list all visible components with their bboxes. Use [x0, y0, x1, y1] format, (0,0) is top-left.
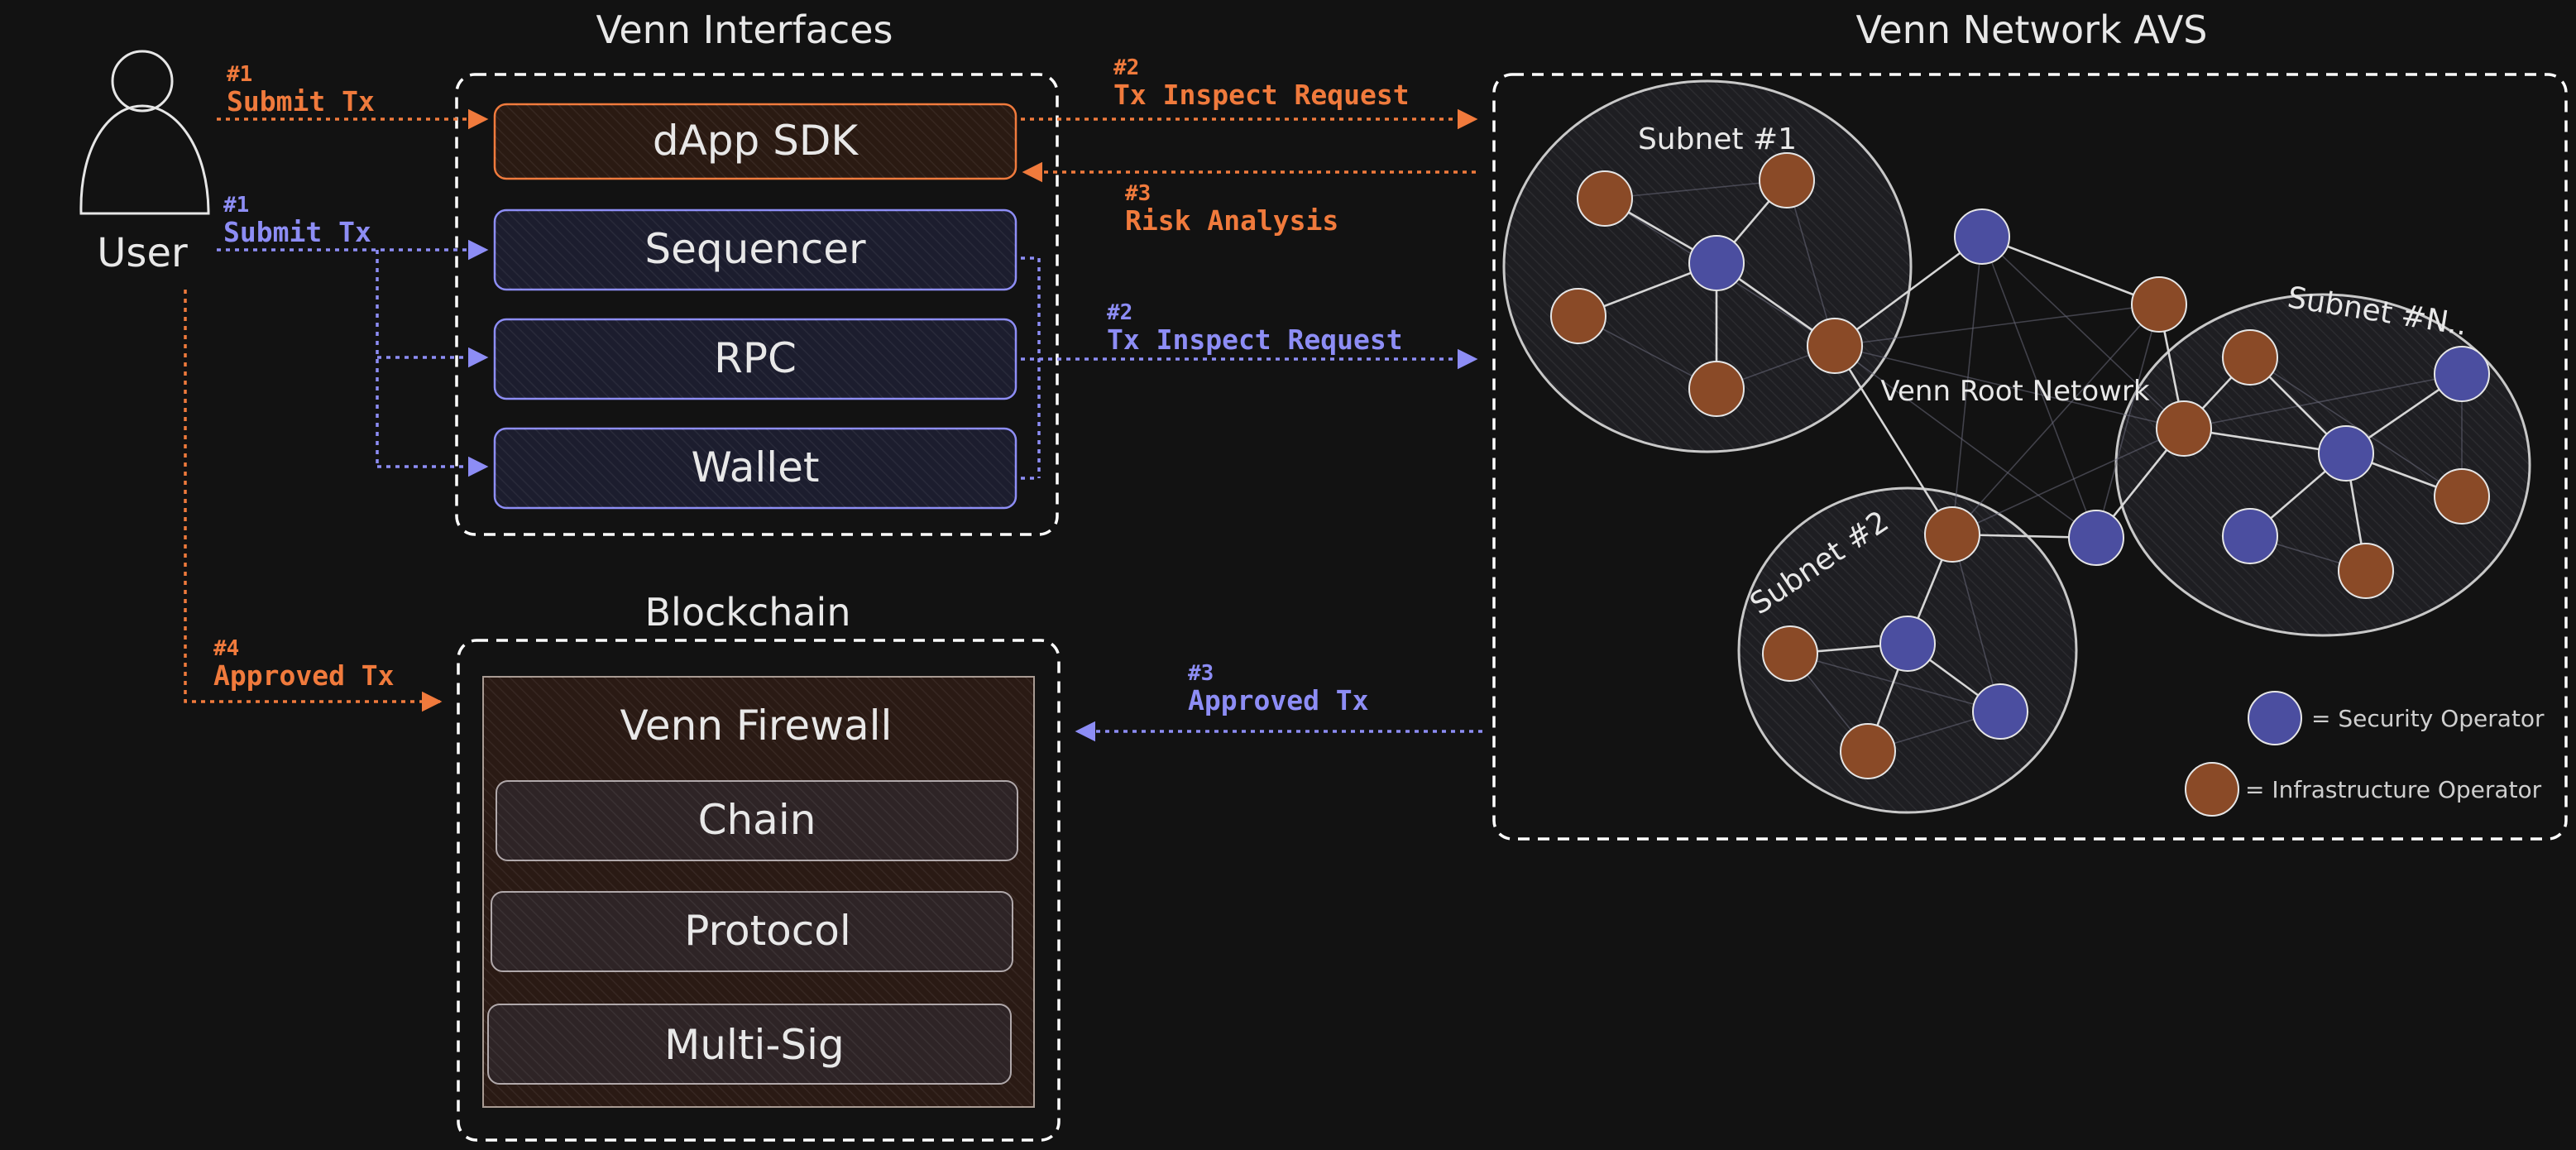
infrastructure-operator-node[interactable] — [2131, 276, 2187, 333]
subnet-1-label: Subnet #1 — [1638, 122, 1797, 156]
firewall-item-chain[interactable]: Chain — [496, 780, 1018, 861]
venn-interfaces-group: Venn Interfaces dApp SDK Sequencer RPC W… — [455, 7, 1059, 536]
network-title: Venn Network AVS — [1855, 7, 2207, 52]
arrow-inspect-blue-label: Tx Inspect Request — [1107, 323, 1403, 356]
security-operator-node[interactable] — [1879, 616, 1936, 672]
interface-sequencer[interactable]: Sequencer — [493, 208, 1017, 291]
infrastructure-operator-node[interactable] — [1924, 506, 1980, 563]
user-body-icon — [79, 104, 210, 215]
legend-infra-swatch — [2185, 762, 2239, 817]
arrow-submit-blue-step: #1 — [223, 193, 249, 218]
legend-security-label: = Security Operator — [2311, 705, 2545, 732]
legend-security-swatch — [2248, 691, 2302, 745]
security-operator-node[interactable] — [1972, 683, 2028, 740]
arrow-submit-orange-step: #1 — [227, 62, 252, 87]
arrow-approved-blue-step: #3 — [1188, 661, 1214, 686]
infrastructure-operator-node[interactable] — [2222, 329, 2278, 386]
interface-label-dapp-sdk: dApp SDK — [653, 117, 859, 165]
infrastructure-operator-node[interactable] — [1577, 170, 1633, 227]
interface-rpc[interactable]: RPC — [493, 318, 1017, 400]
root-network-label: Venn Root Netowrk — [1880, 375, 2150, 408]
interfaces-title: Venn Interfaces — [596, 7, 893, 52]
arrow-risk-step: #3 — [1125, 181, 1151, 206]
arrow-submit-blue-label: Submit Tx — [223, 216, 371, 248]
arrow-approved-orange-step: #4 — [213, 636, 239, 661]
infrastructure-operator-node[interactable] — [1759, 152, 1815, 208]
interface-label-sequencer: Sequencer — [644, 225, 866, 273]
security-operator-node[interactable] — [1688, 235, 1745, 291]
blockchain-container — [457, 639, 1061, 1142]
infrastructure-operator-node[interactable] — [1688, 361, 1745, 417]
arrow-approved-blue-label: Approved Tx — [1188, 684, 1369, 716]
interfaces-container — [455, 73, 1059, 536]
user-label: User — [97, 230, 188, 276]
infrastructure-operator-node[interactable] — [1807, 318, 1863, 374]
arrow-risk-analysis: #3 Risk Analysis — [1022, 161, 1476, 237]
firewall-label-multisig: Multi-Sig — [664, 1021, 845, 1069]
arrow-submit-orange-label: Submit Tx — [227, 85, 375, 117]
arrow-inspect-orange-label: Tx Inspect Request — [1113, 79, 1410, 111]
firewall-label-chain: Chain — [698, 796, 816, 844]
legend-infra-label: = Infrastructure Operator — [2245, 776, 2542, 803]
security-operator-node[interactable] — [2222, 508, 2278, 564]
security-operator-node[interactable] — [2318, 425, 2374, 482]
arrow-approved-orange-label: Approved Tx — [213, 659, 395, 692]
interface-label-wallet: Wallet — [691, 443, 819, 491]
security-operator-node[interactable] — [2434, 346, 2490, 402]
interface-dapp-sdk[interactable]: dApp SDK — [493, 103, 1017, 180]
infrastructure-operator-node[interactable] — [1840, 723, 1896, 779]
network-container — [1492, 73, 2568, 841]
arrow-inspect-blue-step: #2 — [1107, 300, 1132, 325]
infrastructure-operator-node[interactable] — [2338, 543, 2394, 599]
firewall-title: Venn Firewall — [620, 702, 893, 750]
legend: = Security Operator = Infrastructure Ope… — [2185, 691, 2545, 817]
arrow-inspect-blue — [1021, 256, 1478, 480]
arrow-inspect-orange: #2 Tx Inspect Request — [1021, 55, 1478, 130]
arrow-approved-orange: #4 Approved Tx — [184, 290, 443, 712]
firewall-item-multisig[interactable]: Multi-Sig — [487, 1004, 1012, 1085]
firewall-item-protocol[interactable]: Protocol — [491, 891, 1013, 972]
user-actor: User — [79, 50, 210, 276]
venn-network-avs-group: Venn Network AVS — [1492, 7, 2568, 841]
infrastructure-operator-node[interactable] — [2156, 400, 2212, 457]
arrow-risk-label: Risk Analysis — [1125, 204, 1338, 237]
security-operator-node[interactable] — [1954, 208, 2010, 265]
arrow-submit-blue — [217, 239, 489, 477]
arrow-inspect-orange-step: #2 — [1113, 55, 1139, 80]
firewall-label-protocol: Protocol — [684, 907, 851, 955]
infrastructure-operator-node[interactable] — [1762, 625, 1818, 682]
blockchain-title: Blockchain — [645, 590, 851, 635]
interface-wallet[interactable]: Wallet — [493, 427, 1017, 510]
infrastructure-operator-node[interactable] — [1550, 288, 1606, 344]
arrow-submit-orange: #1 Submit Tx — [217, 62, 489, 130]
network-nodes — [1550, 152, 2490, 779]
user-head-icon — [111, 50, 174, 113]
blockchain-group: Blockchain Venn Firewall Chain Protocol … — [457, 590, 1061, 1142]
infrastructure-operator-node[interactable] — [2434, 468, 2490, 525]
interface-label-rpc: RPC — [714, 334, 797, 382]
security-operator-node[interactable] — [2068, 510, 2124, 566]
arrow-approved-blue: #3 Approved Tx — [1075, 661, 1482, 742]
